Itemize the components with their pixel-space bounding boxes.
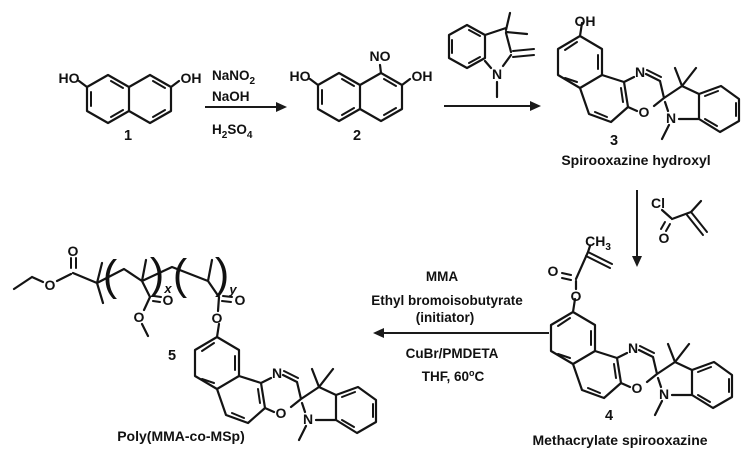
compound-name: Methacrylate spirooxazine (532, 432, 707, 448)
reagent-sub: 2 (250, 76, 256, 87)
reagent-text: THF, 60oC (422, 368, 485, 384)
bonds (660, 199, 703, 221)
methyl-sub: 3 (605, 242, 611, 253)
carbonyl-oxygen-label: O (548, 263, 559, 279)
double-bonds (660, 211, 708, 236)
compound-1: 1 (57, 68, 203, 144)
methyl-ch: CH (585, 233, 605, 249)
arrowhead-icon (530, 101, 541, 111)
compound-number: 1 (124, 128, 132, 144)
hydroxyl-label: OH (575, 13, 596, 29)
step2-arrow (444, 101, 541, 111)
compound-5: O O O O O ( ) ( ) x y O 5 Poly(MMA-co-MS… (12, 243, 378, 444)
solvent-unit: C (475, 369, 485, 384)
reagent-text: CuBr/PMDETA (406, 346, 499, 361)
compound-2: NO 2 (288, 48, 434, 144)
compound-number: 4 (605, 408, 613, 424)
compound-number: 3 (610, 133, 618, 149)
carbonyl-double-bonds (70, 257, 233, 303)
reagent-text: MMA (426, 269, 458, 284)
repeat-bracket-close: ) (150, 250, 164, 298)
step2-reagent-methyleneindoline: N (447, 11, 535, 99)
compound-name: Spirooxazine hydroxyl (561, 152, 710, 168)
degree-sup: o (469, 368, 475, 378)
repeat-subscript-x: x (163, 281, 172, 296)
reagent-text: Ethyl bromoisobutyrate (371, 293, 523, 308)
acid-h: H (212, 122, 222, 137)
indoline-nitrogen-label: N (492, 66, 502, 82)
carbonyl-oxygen-label: O (163, 292, 174, 308)
double-bonds (451, 29, 535, 64)
nitroso-label: NO (370, 48, 391, 64)
methyl-label: CH3 (585, 233, 611, 253)
ester-oxygen-label: O (45, 277, 56, 293)
acid-sub: 4 (247, 130, 253, 141)
bonds (447, 11, 529, 99)
ester-oxygen-label: O (134, 309, 145, 325)
arrowhead-icon (276, 102, 287, 112)
solvent-main: THF, 60 (422, 369, 469, 384)
acylation-arrow (632, 190, 642, 267)
reagent-text: H2SO4 (212, 122, 253, 141)
reagent-main: NaNO (212, 68, 250, 83)
carbonyl-oxygen-label: O (68, 243, 79, 259)
repeat-subscript-y: y (228, 282, 237, 297)
chlorine-label: Cl (651, 195, 665, 211)
step3-arrow: MMA Ethyl bromoisobutyrate (initiator) C… (371, 269, 549, 384)
nitroso-bond (378, 63, 383, 75)
carbonyl-oxygen-label: O (235, 292, 246, 308)
carbonyl-oxygen-label: O (659, 230, 670, 246)
ester-oxygen-label: O (571, 288, 582, 304)
ester-oxygen-label: O (212, 310, 223, 326)
acid-so: SO (227, 122, 247, 137)
repeat-bracket-close: ) (215, 250, 229, 298)
arrowhead-icon (632, 256, 642, 267)
backbone-bonds (12, 258, 221, 338)
reagent-text: NaNO2 (212, 68, 256, 87)
repeat-bracket-open: ( (103, 252, 118, 300)
step1-arrow: NaNO2 NaOH H2SO4 (205, 68, 287, 141)
repeat-bracket-open: ( (173, 251, 188, 299)
methacryloyl-chloride: Cl O (651, 195, 708, 246)
compound-name: Poly(MMA-co-MSp) (117, 428, 245, 444)
compound-number: 2 (353, 128, 361, 144)
compound-3: OH 3 Spirooxazine hydroxyl (556, 13, 741, 168)
acid-sub: 2 (222, 130, 228, 141)
methacrylate-double-bonds (561, 251, 613, 281)
arrowhead-icon (373, 328, 384, 338)
reagent-text: (initiator) (416, 310, 475, 325)
compound-number: 5 (168, 348, 176, 364)
compound-4: O O CH3 4 Methacrylate spirooxazine (532, 233, 734, 448)
reagent-text: NaOH (212, 89, 250, 104)
